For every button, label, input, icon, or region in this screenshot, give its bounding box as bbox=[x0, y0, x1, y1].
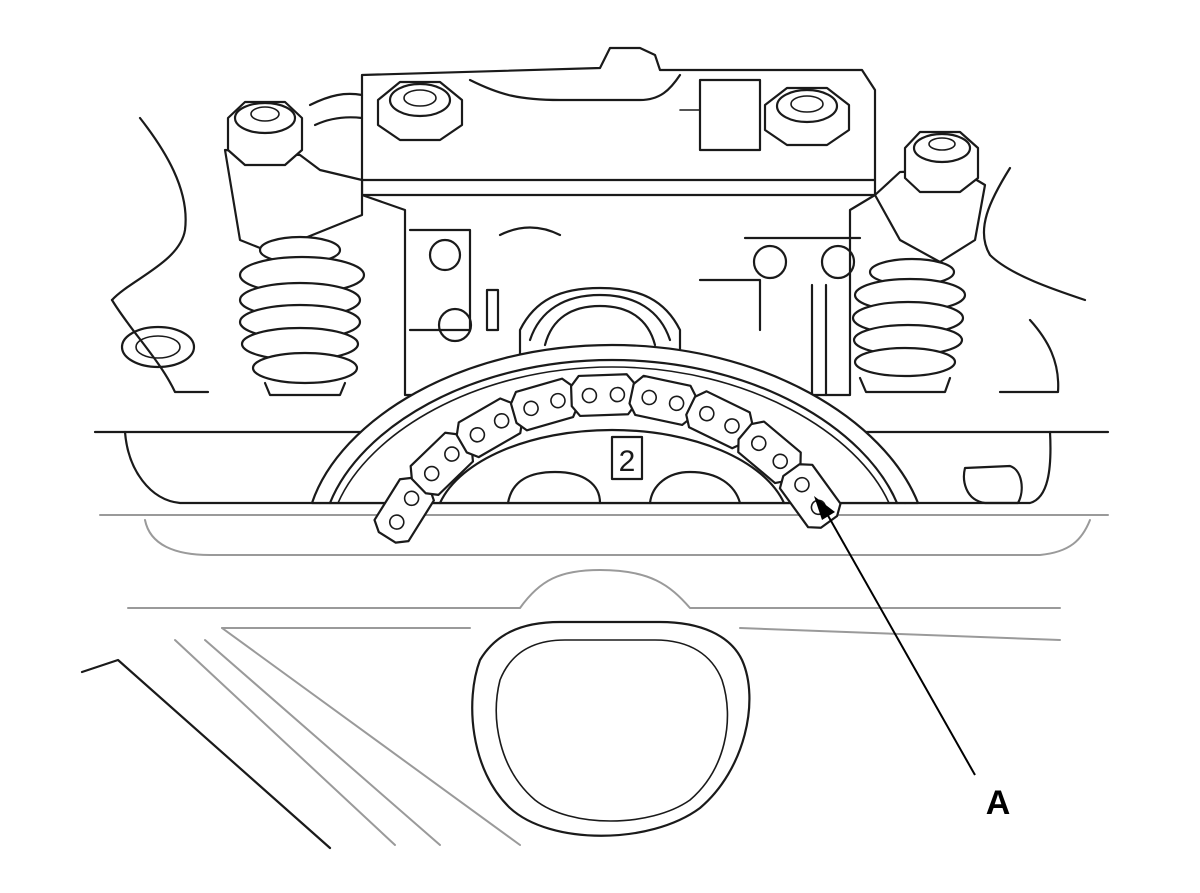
holder-bolt-left bbox=[376, 80, 464, 142]
crankshaft-bore bbox=[471, 620, 751, 837]
sprocket-mark-number: 2 bbox=[619, 445, 636, 478]
rocker-arm-right bbox=[873, 130, 987, 264]
chain-link bbox=[569, 373, 637, 418]
callout-a: A bbox=[814, 496, 1010, 822]
timing-chain bbox=[373, 373, 842, 544]
callout-label: A bbox=[986, 784, 1011, 822]
camshaft-holder bbox=[360, 46, 877, 397]
callout-arrowhead bbox=[814, 496, 835, 520]
valve-spring-right bbox=[851, 257, 967, 394]
callout-leader-line bbox=[821, 504, 976, 776]
holder-bolt-right bbox=[763, 86, 851, 147]
valve-spring-left bbox=[238, 235, 366, 397]
engine-block-outline bbox=[80, 514, 1109, 850]
rocker-arm-left bbox=[223, 92, 364, 252]
